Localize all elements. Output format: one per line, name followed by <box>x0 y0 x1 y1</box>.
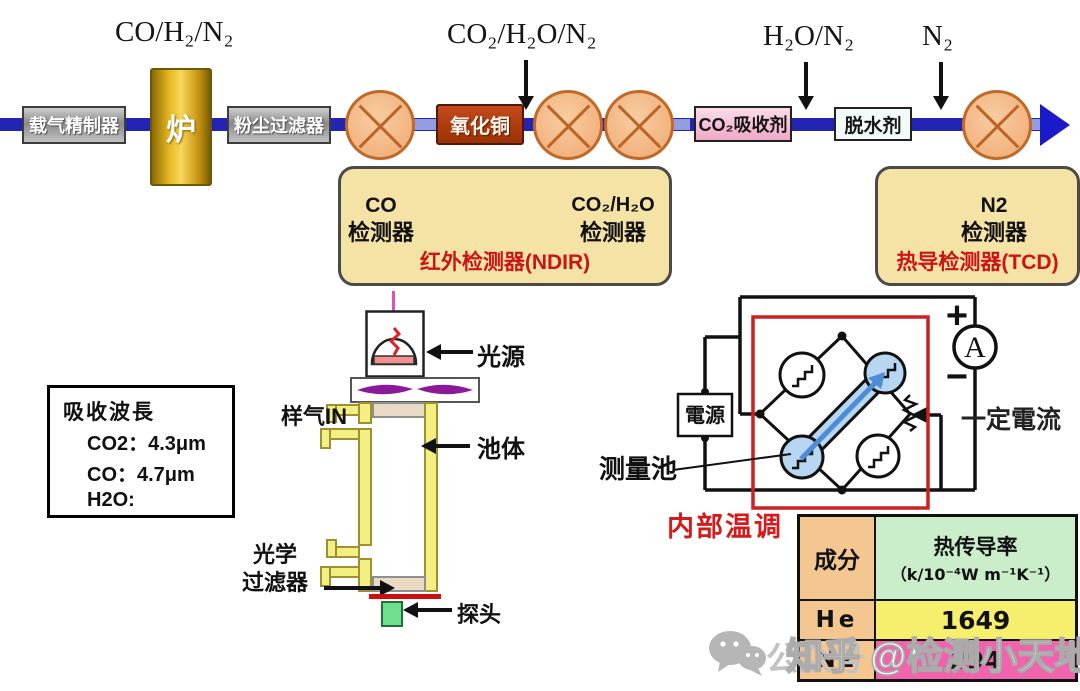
plus-terminal: + <box>946 295 968 337</box>
light-source-arrow-icon <box>437 350 473 354</box>
internal-temp-zone-outline <box>751 315 930 510</box>
valve-icon <box>604 90 674 160</box>
minus-terminal: − <box>946 356 968 398</box>
ndir-right-label: 检测器 <box>579 220 646 245</box>
chopper-icon <box>350 377 480 403</box>
potentiometer-icon <box>901 394 920 432</box>
stream-label-co-h2-n2: CO/H₂/N₂ <box>115 16 234 48</box>
stream-label-n2: N₂ <box>922 20 954 52</box>
reference-filament-icon <box>855 433 901 479</box>
optical-filter-label: 光学 过滤器 <box>241 542 308 595</box>
down-arrow-icon <box>524 60 528 96</box>
furnace: 炉 <box>150 68 212 186</box>
valve-icon <box>962 90 1032 160</box>
probe-sensor <box>381 601 403 627</box>
wavelength-co2: CO2：4.3μm <box>87 433 206 455</box>
down-arrow-icon <box>804 62 808 96</box>
watermark: 公众号 知乎 @检测小天地 <box>700 618 1080 680</box>
dust-filter: 粉尘过滤器 <box>227 106 331 144</box>
gas-flow-arrow-icon <box>799 380 878 461</box>
ir-beam-line <box>392 291 395 317</box>
stream-label-h2o-n2: H₂O/N₂ <box>763 20 855 52</box>
wavelength-h2o: H2O: <box>87 489 135 511</box>
valve-icon <box>345 90 415 160</box>
ndir-type-label: 红外检测器(NDIR) <box>419 251 591 274</box>
watermark-platform: 公众号 <box>766 640 865 677</box>
sample-in-label: 样气IN <box>281 404 348 429</box>
cell-body-label: 池体 <box>477 436 525 463</box>
measuring-cell-label: 测量池 <box>599 454 677 484</box>
ammeter-icon <box>952 324 998 370</box>
wechat-icon <box>709 631 766 676</box>
wavelength-co: CO：4.7μm <box>87 464 195 486</box>
furnace-label: 炉 <box>166 114 196 147</box>
cell-right-wall <box>424 402 438 592</box>
probe-arrow-icon <box>414 608 452 612</box>
tcd-type-label: 热导检测器(TCD) <box>896 251 1059 274</box>
down-arrow-icon <box>939 62 943 96</box>
cell-body-arrow-icon <box>432 444 470 448</box>
tcd-bridge-circuit: A + − 電源 测量池 一定電流 内部温调 <box>599 295 1061 542</box>
power-supply-box <box>676 392 734 438</box>
pipe-arrow-icon <box>1040 104 1073 146</box>
watermark-account: 知乎 @检测小天地 <box>785 635 1080 678</box>
dehydrating-agent-box: 脱水剂 <box>834 107 912 141</box>
ndir-left-label: 检测器 <box>347 220 414 245</box>
wavelength-box: 吸收波長 CO2：4.3μm CO：4.7μm H2O: <box>47 385 235 518</box>
dehydrating-agent-label: 脱水剂 <box>844 115 902 137</box>
table-row-value: 1649 <box>876 601 1075 641</box>
probe-label: 探头 <box>457 602 502 627</box>
cell-top-window <box>372 402 426 418</box>
optical-filter-strip <box>369 594 441 599</box>
current-arrow-icon <box>911 407 927 423</box>
ndir-detector-box: CO 检测器 CO₂/H₂O 检测器 红外检测器(NDIR) <box>338 166 672 286</box>
tcd-gas: N2 <box>980 194 1008 217</box>
table-header-conductivity: 热传导率 （k/10⁻⁴W m⁻¹K⁻¹） <box>876 517 1075 601</box>
optical-filter-arrow-icon <box>324 586 380 590</box>
stream-label-co2-h2o-n2: CO₂/H₂O/N₂ <box>447 18 597 50</box>
internal-temp-label: 内部温调 <box>667 511 783 542</box>
ammeter-letter: A <box>964 331 986 364</box>
tcd-detector-box: N2 检测器 热导检测器(TCD) <box>875 166 1080 286</box>
ndir-left-gas: CO <box>365 194 397 217</box>
tcd-label: 检测器 <box>960 220 1027 245</box>
table-row-gas: N2 <box>800 641 876 679</box>
light-source-label: 光源 <box>477 344 525 371</box>
thermal-conductivity-table: 成分 热传导率 （k/10⁻⁴W m⁻¹K⁻¹） He 1649 N2 294 <box>797 514 1078 682</box>
co2-absorbent-label: CO₂吸收剂 <box>698 115 788 135</box>
carrier-gas-purifier: 载气精制器 <box>22 106 126 144</box>
light-source-lamp-icon <box>365 310 425 378</box>
power-supply-label: 電源 <box>685 404 725 427</box>
measuring-cell-pointer <box>672 453 792 471</box>
valve-icon <box>533 90 603 160</box>
co2-absorbent-box: CO₂吸收剂 <box>694 106 792 142</box>
copper-oxide-tube: 氧化铜 <box>436 104 524 145</box>
ndir-right-gas: CO₂/H₂O <box>571 194 655 216</box>
reference-filament-icon <box>778 351 826 399</box>
copper-oxide-label: 氧化铜 <box>450 116 510 138</box>
table-header-component: 成分 <box>800 517 876 601</box>
table-row-value: 294 <box>876 641 1075 679</box>
wavelength-title: 吸收波長 <box>63 401 155 424</box>
cell-left-wall <box>358 428 372 546</box>
table-row-gas: He <box>800 601 876 641</box>
constant-current-label: 一定電流 <box>961 405 1061 434</box>
